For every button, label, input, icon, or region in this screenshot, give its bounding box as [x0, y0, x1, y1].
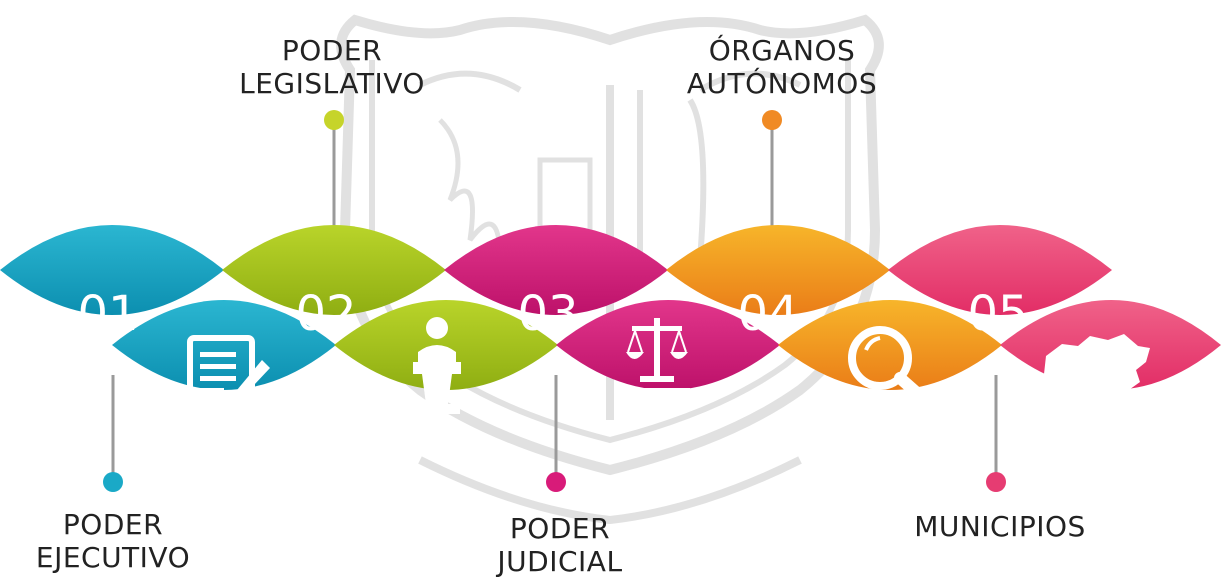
connector-dot-05: [986, 472, 1006, 492]
label-line: LEGISLATIVO: [239, 67, 425, 100]
upper-leaves: [0, 225, 1112, 315]
label-line: JUDICIAL: [497, 545, 623, 578]
label-line: EJECUTIVO: [35, 541, 191, 574]
label-line: ÓRGANOS: [708, 34, 856, 67]
connector-dot-01: [103, 472, 123, 492]
leaf-top-04: [666, 225, 890, 315]
connector-dot-04: [762, 110, 782, 130]
label-poder-legislativo: PODER LEGISLATIVO: [202, 34, 462, 100]
leaf-bottom-01: [112, 300, 336, 390]
step-number: 02: [295, 286, 356, 342]
leaf-top-02: [222, 225, 446, 315]
label-line: PODER: [281, 34, 383, 67]
step-number: 03: [517, 286, 578, 342]
state-map-icon: [1044, 334, 1150, 416]
connector-dot-02: [324, 110, 344, 130]
leaf-top-05: [888, 225, 1112, 315]
leaf-bottom-02: [334, 300, 558, 390]
label-line: PODER: [509, 512, 611, 545]
magnifier-icon: [848, 326, 940, 414]
leaf-top-01: [0, 225, 224, 315]
step-number: 05: [967, 286, 1028, 342]
step-number: 01: [77, 286, 138, 342]
speaker-podium-icon: [413, 317, 461, 414]
label-municipios: MUNICIPIOS: [870, 510, 1130, 543]
clipboard-pen-icon: [187, 335, 270, 417]
connector-dot-03: [546, 472, 566, 492]
label-line: MUNICIPIOS: [914, 510, 1086, 543]
label-poder-ejecutivo: PODER EJECUTIVO: [0, 508, 243, 574]
label-poder-judicial: PODER JUDICIAL: [430, 512, 690, 578]
step-number: 04: [737, 286, 798, 342]
leaf-bottom-03: [556, 300, 780, 390]
leaf-top-03: [444, 225, 668, 315]
label-line: PODER: [62, 508, 164, 541]
justice-scales-icon: [622, 318, 696, 404]
leaf-bottom-04: [778, 300, 1002, 390]
label-line: AUTÓNOMOS: [686, 67, 878, 100]
label-organos-autonomos: ÓRGANOS AUTÓNOMOS: [652, 34, 912, 100]
